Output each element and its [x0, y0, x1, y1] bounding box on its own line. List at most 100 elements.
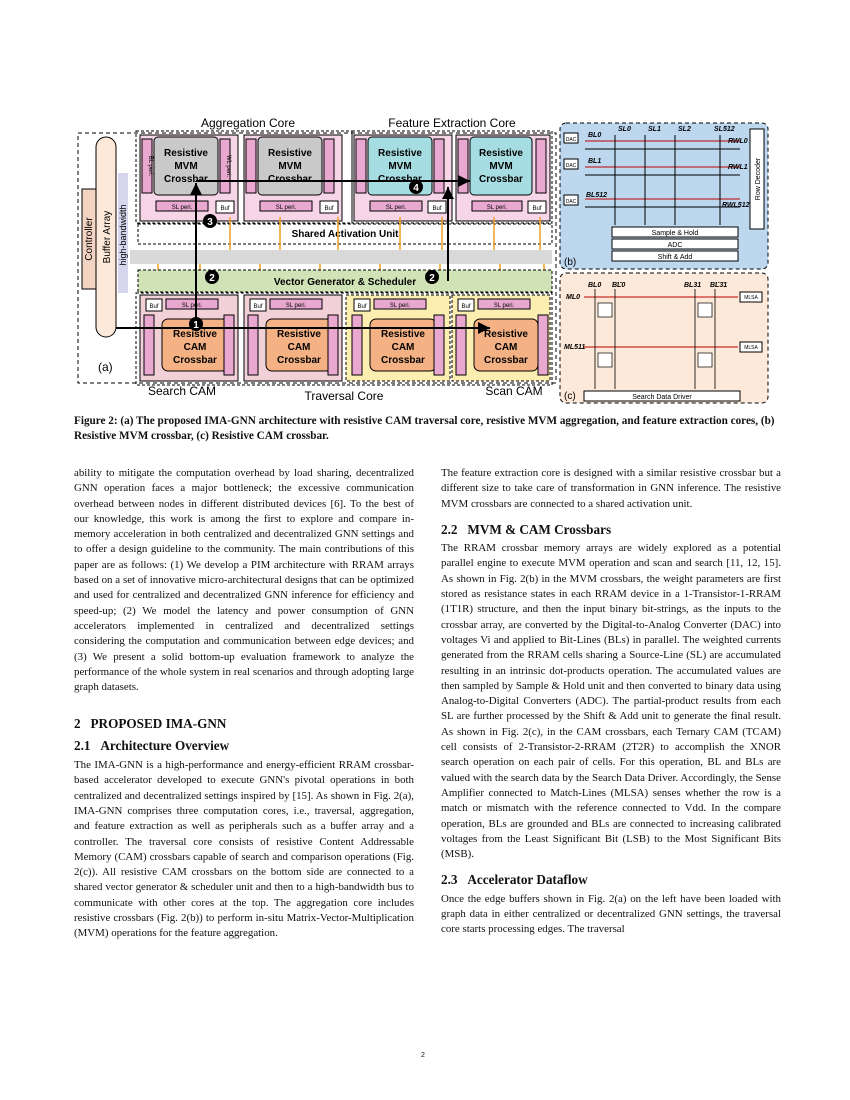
- svg-text:Crossbar: Crossbar: [479, 174, 523, 185]
- svg-text:SL1: SL1: [648, 126, 661, 133]
- svg-text:MLSA: MLSA: [744, 345, 758, 351]
- svg-text:SL peri.: SL peri.: [286, 303, 307, 309]
- svg-text:3: 3: [207, 217, 213, 228]
- svg-text:BL peri.: BL peri.: [147, 156, 153, 177]
- svg-text:BL0: BL0: [612, 282, 625, 289]
- svg-text:4: 4: [413, 183, 419, 194]
- svg-text:Buf: Buf: [220, 206, 229, 212]
- svg-text:CAM: CAM: [288, 342, 311, 353]
- svg-text:BL512: BL512: [586, 192, 607, 199]
- part-a-frame: [77, 132, 557, 384]
- svg-text:ADC: ADC: [668, 242, 683, 249]
- svg-text:Crossbar: Crossbar: [484, 355, 528, 366]
- svg-text:SL peri.: SL peri.: [386, 205, 407, 211]
- shared-activation-label: Shared Activation Unit: [292, 229, 400, 240]
- svg-text:RWL1: RWL1: [728, 164, 748, 171]
- svg-text:Resistive: Resistive: [479, 148, 523, 159]
- svg-text:WL peri.: WL peri.: [225, 155, 231, 177]
- traversal-core-label: Traversal Core: [305, 389, 384, 403]
- section-2-3-heading: 2.3 Accelerator Dataflow: [441, 872, 588, 888]
- svg-text:Buf: Buf: [432, 206, 441, 212]
- svg-text:SL peri.: SL peri.: [172, 205, 193, 211]
- section-2-heading: 2 PROPOSED IMA-GNN: [74, 716, 227, 732]
- aggregation-core-label: Aggregation Core: [201, 116, 295, 130]
- cam-tile-1: Resistive CAM Crossbar SL peri. Buf: [143, 298, 235, 376]
- svg-text:MVM: MVM: [388, 161, 411, 172]
- svg-text:Resistive: Resistive: [164, 148, 208, 159]
- buffer-array-label: Buffer Array: [102, 211, 113, 264]
- svg-text:RWL0: RWL0: [728, 138, 748, 145]
- controller-label: Controller: [84, 217, 95, 261]
- svg-text:Sample & Hold: Sample & Hold: [652, 230, 699, 237]
- figure-caption: Figure 2: (a) The proposed IMA-GNN archi…: [74, 415, 775, 442]
- svg-text:SL2: SL2: [678, 126, 691, 133]
- svg-text:Crossbar: Crossbar: [164, 174, 208, 185]
- feature-core-paragraph: The feature extraction core is designed …: [441, 467, 781, 510]
- svg-text:Crossbar: Crossbar: [381, 355, 425, 366]
- svg-text:Crossbar: Crossbar: [277, 355, 321, 366]
- left-column: ability to mitigate the computation over…: [74, 466, 414, 942]
- svg-text:Buf: Buf: [324, 206, 333, 212]
- svg-text:Buf: Buf: [461, 304, 470, 310]
- part-c-cam-crossbar: ML0 ML511 BL0 BL0 BL31 BL31 MLSA MLSA Se…: [559, 272, 769, 404]
- figure-2: Aggregation Core Feature Extraction Core…: [70, 113, 780, 413]
- svg-text:ML0: ML0: [566, 294, 580, 301]
- page-number: 2: [421, 1052, 425, 1059]
- svg-text:SL peri.: SL peri.: [487, 205, 508, 211]
- svg-text:Resistive: Resistive: [381, 329, 425, 340]
- mvm-tile-1: Resistive MVM Crossbar BL peri. WL peri.…: [139, 134, 239, 222]
- svg-text:Buf: Buf: [253, 304, 262, 310]
- dataflow-paragraph: Once the edge buffers shown in Fig. 2(a)…: [441, 892, 781, 936]
- svg-text:BL0: BL0: [588, 282, 601, 289]
- svg-text:BL31: BL31: [684, 282, 701, 289]
- step-markers: 1 2 2 3 4: [189, 180, 439, 331]
- svg-text:RWL512: RWL512: [722, 202, 750, 209]
- svg-text:Crossbar: Crossbar: [378, 174, 422, 185]
- mvm-tile-3: Resistive MVM Crossbar SL peri. Buf: [353, 134, 453, 222]
- svg-text:MLSA: MLSA: [744, 295, 758, 301]
- part-b-mvm-crossbar: DAC DAC DAC BL0 BL1 BL512 SL0 SL1 SL2 SL…: [559, 122, 769, 270]
- svg-text:Buf: Buf: [149, 304, 158, 310]
- svg-text:Resistive: Resistive: [268, 148, 312, 159]
- svg-text:2: 2: [429, 273, 435, 284]
- svg-text:BL1: BL1: [588, 158, 601, 165]
- svg-text:DAC: DAC: [566, 137, 577, 143]
- svg-text:MVM: MVM: [174, 161, 197, 172]
- crossbar-paragraph: The RRAM crossbar memory arrays are wide…: [441, 542, 781, 861]
- part-a-label: (a): [98, 360, 113, 374]
- cam-tile-3: Resistive CAM Crossbar SL peri. Buf: [351, 298, 445, 376]
- vector-gen-label: Vector Generator & Scheduler: [274, 277, 416, 288]
- scan-cam-label: Scan CAM: [485, 384, 542, 398]
- svg-text:DAC: DAC: [566, 199, 577, 205]
- section-2-2-heading: 2.2 MVM & CAM Crossbars: [441, 521, 612, 537]
- svg-text:2: 2: [209, 273, 215, 284]
- high-bandwidth-bus: [130, 250, 552, 264]
- svg-text:SL peri.: SL peri.: [494, 303, 515, 309]
- mvm-tile-2: Resistive MVM Crossbar SL peri. Buf: [243, 134, 343, 222]
- svg-text:SL peri.: SL peri.: [276, 205, 297, 211]
- svg-text:(b): (b): [564, 257, 576, 268]
- svg-text:Search Data Driver: Search Data Driver: [632, 394, 692, 401]
- cam-tile-2: Resistive CAM Crossbar SL peri. Buf: [247, 298, 339, 376]
- svg-text:Crossbar: Crossbar: [173, 355, 217, 366]
- svg-text:SL0: SL0: [618, 126, 631, 133]
- cam-tile-4: Resistive CAM Crossbar SL peri. Buf: [455, 298, 549, 376]
- svg-text:CAM: CAM: [184, 342, 207, 353]
- svg-text:Row Decoder: Row Decoder: [755, 157, 762, 200]
- svg-text:Resistive: Resistive: [277, 329, 321, 340]
- svg-text:Buf: Buf: [357, 304, 366, 310]
- svg-text:Resistive: Resistive: [484, 329, 528, 340]
- svg-text:SL peri.: SL peri.: [390, 303, 411, 309]
- svg-text:Resistive: Resistive: [173, 329, 217, 340]
- search-cam-label: Search CAM: [148, 384, 216, 398]
- section-2-1-heading: 2.1 Architecture Overview: [74, 737, 230, 753]
- svg-text:BL31: BL31: [710, 282, 727, 289]
- architecture-paragraph: The IMA-GNN is a high-performance and en…: [74, 759, 414, 940]
- svg-text:MVM: MVM: [489, 161, 512, 172]
- svg-text:CAM: CAM: [495, 342, 518, 353]
- svg-text:CAM: CAM: [392, 342, 415, 353]
- svg-text:1: 1: [193, 320, 199, 331]
- svg-text:MVM: MVM: [278, 161, 301, 172]
- svg-text:(c): (c): [564, 391, 576, 402]
- svg-text:DAC: DAC: [566, 163, 577, 169]
